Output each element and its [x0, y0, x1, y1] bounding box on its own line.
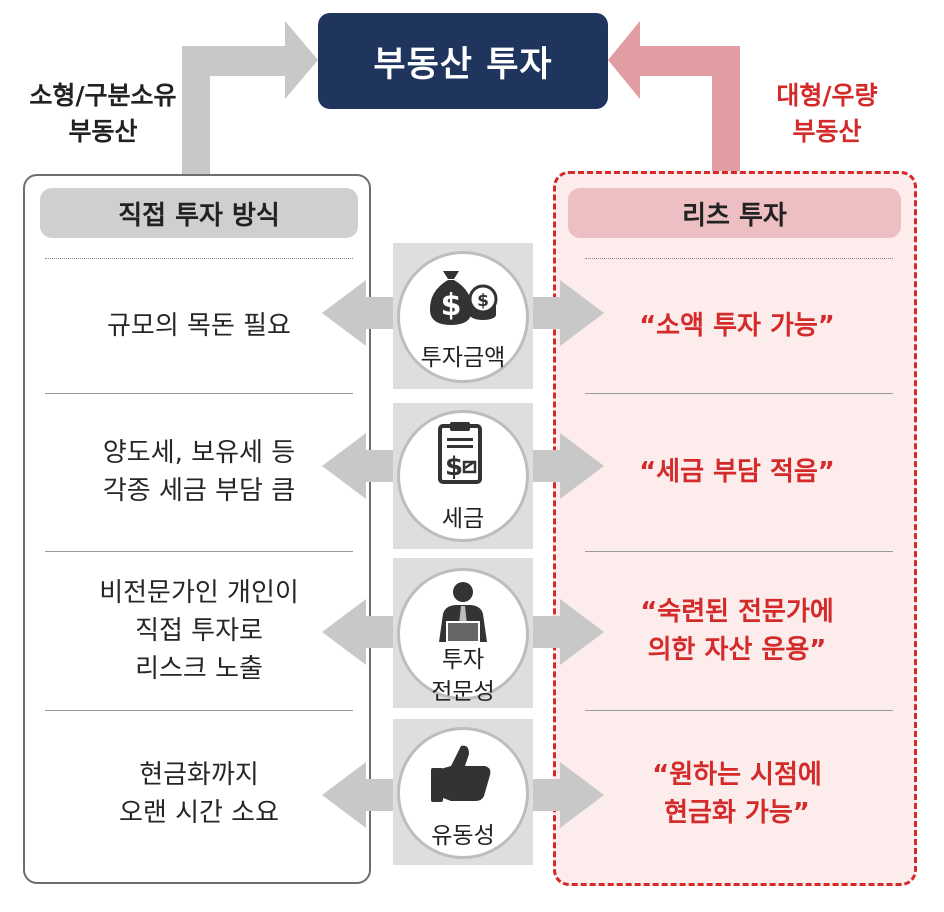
reits-row-text-content: “세금 부담 적음” [639, 457, 835, 487]
reits-investment-header: 리츠 투자 [568, 188, 901, 238]
money-bag-icon: $ $ [429, 271, 498, 325]
direct-investment-panel [23, 174, 371, 884]
right-divider [585, 551, 893, 552]
category-label-text: 세금 [441, 506, 485, 532]
reits-row-text-content: “소액 투자 가능” [639, 310, 835, 341]
right-arrow [533, 433, 604, 499]
svg-text:$: $ [445, 452, 463, 482]
left-arrow [322, 280, 393, 346]
right-connector-arrow [608, 21, 740, 172]
right-arrow [533, 762, 604, 828]
direct-investment-header: 직접 투자 방식 [40, 188, 358, 238]
category-label: 유동성 [393, 820, 533, 852]
thumbs-up-icon [431, 745, 491, 802]
left-divider [45, 393, 353, 394]
right-arrow [533, 280, 604, 346]
direct-row-text-content: 규모의 목돈 필요 [107, 310, 291, 341]
reits-investment-panel [553, 171, 917, 886]
left-divider [45, 710, 353, 711]
page-title: 부동산 투자 [318, 13, 608, 109]
reits-row-text: “소액 투자 가능” [578, 258, 896, 393]
left-arrow [322, 433, 393, 499]
right-arrow [533, 599, 604, 665]
svg-text:$: $ [477, 291, 489, 311]
direct-row-text: 규모의 목돈 필요 [40, 258, 358, 393]
right-divider [585, 710, 893, 711]
expert-person-icon [439, 582, 487, 643]
left-divider [45, 551, 353, 552]
left-arrow [322, 599, 393, 665]
category-label: 투자금액 [393, 342, 533, 374]
category-label-text: 유동성 [431, 823, 495, 849]
tax-document-icon: $ [438, 422, 482, 484]
category-label-text: 투자금액 [420, 345, 506, 371]
reits-row-text: “세금 부담 적음” [578, 393, 896, 551]
right-divider [585, 258, 893, 259]
left-connector-arrow [182, 21, 318, 174]
left-arrow [322, 762, 393, 828]
left-divider [45, 258, 353, 259]
right-divider [585, 393, 893, 394]
svg-text:$: $ [441, 288, 462, 323]
category-label: 세금 [393, 503, 533, 535]
